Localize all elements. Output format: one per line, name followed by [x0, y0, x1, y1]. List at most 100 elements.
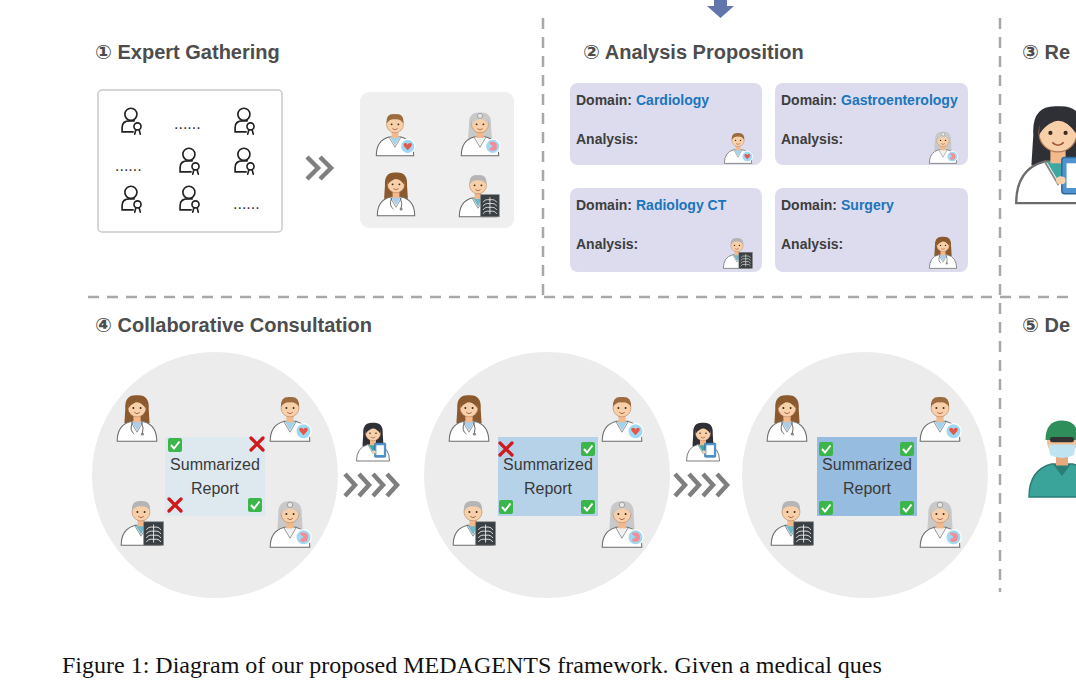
smile [392, 129, 397, 130]
lapel [135, 525, 148, 536]
stage-panel: ④ Collaborative ConsultationSummarized R… [88, 306, 998, 596]
white-coat [376, 137, 413, 156]
eye [464, 407, 466, 409]
eye [1048, 131, 1052, 135]
scrubs [1029, 464, 1076, 497]
lapel [785, 525, 798, 536]
chevron-arrow [359, 474, 369, 496]
stomach-symbol [950, 153, 956, 160]
check-box [819, 442, 833, 456]
surgical-cap [1046, 421, 1076, 441]
eye [144, 511, 146, 513]
domain-name: Gastroenterology [841, 92, 958, 108]
eye [625, 407, 627, 409]
eye [935, 407, 937, 409]
expert-icon [235, 108, 254, 134]
hair [281, 504, 299, 515]
hair [464, 501, 482, 511]
face [464, 503, 482, 521]
consultation-circle [424, 352, 670, 598]
check-box [900, 442, 914, 456]
field-label: Analysis: [781, 235, 968, 253]
down-arrow [707, 0, 734, 18]
neck [618, 416, 625, 422]
xray-rib [741, 256, 751, 258]
icon-body [235, 121, 247, 132]
ellipsis-mark: ...... [233, 194, 260, 214]
white-coat [377, 197, 414, 216]
neck [477, 132, 484, 138]
white-coat [270, 527, 310, 547]
hair-back [609, 501, 634, 529]
xray-film [476, 522, 496, 545]
white-coat [929, 150, 956, 164]
approve-check [819, 501, 833, 515]
eye [617, 407, 619, 409]
smile [701, 437, 706, 438]
check-box [819, 501, 833, 515]
hair-back [468, 112, 492, 138]
approve-check [168, 438, 182, 452]
neck [941, 146, 946, 150]
hand [1056, 177, 1066, 185]
approve-check [900, 501, 914, 515]
chevron-arrow [345, 474, 355, 496]
selected-experts-box [360, 92, 514, 228]
doctor-avatar [377, 172, 414, 215]
eye [699, 432, 701, 434]
eye [132, 407, 134, 409]
stage-panel: ① Expert Gathering [88, 33, 543, 295]
neck [736, 146, 741, 150]
summary-report-box: Summarized Report [498, 437, 598, 516]
reject-cross [251, 438, 263, 450]
eye [943, 513, 945, 515]
stethoscope [131, 422, 143, 434]
smile [941, 248, 945, 250]
check-tick [584, 504, 593, 511]
shirt [464, 421, 475, 430]
hair [696, 425, 711, 434]
shirt [786, 525, 797, 534]
icon-body [235, 161, 247, 172]
neck [1056, 455, 1068, 466]
stomach-symbol [950, 532, 958, 542]
neck [787, 520, 794, 526]
approve-check [248, 498, 262, 512]
eye [740, 140, 741, 141]
heart-symbol [744, 154, 750, 159]
specialty-badge [628, 530, 643, 545]
hair [366, 425, 381, 434]
icon-ribbon [247, 163, 254, 170]
hand [702, 451, 706, 454]
stomach-symbol [632, 532, 640, 542]
neck [936, 522, 943, 528]
domain-analysis-box: Domain:CardiologyAnalysis: [570, 83, 762, 165]
white-coat [357, 445, 390, 462]
eye [734, 245, 735, 246]
domain-name: Radiology CT [636, 197, 726, 213]
surgical-mask [1049, 445, 1076, 459]
expert-icon [122, 108, 141, 134]
eye [940, 140, 941, 141]
hair [931, 504, 949, 515]
stage-heading: ① Expert Gathering [88, 40, 543, 64]
doctor-avatar [117, 395, 157, 441]
doctor-avatar [270, 501, 311, 547]
face [470, 177, 487, 194]
shirt [617, 421, 628, 430]
xray-rib [146, 539, 160, 542]
stomach-symbol [489, 142, 497, 151]
smile [475, 190, 480, 191]
xray-film [481, 195, 500, 217]
icon-ribbon-tail [248, 170, 254, 174]
xray-rib [741, 261, 751, 263]
hair [281, 397, 299, 407]
hair [460, 398, 478, 409]
eye [476, 511, 478, 513]
hair [1039, 112, 1076, 135]
icon-head [238, 148, 250, 160]
eye [782, 407, 784, 409]
xray-rib [483, 211, 497, 214]
lapel [467, 525, 480, 536]
hair [937, 134, 949, 141]
